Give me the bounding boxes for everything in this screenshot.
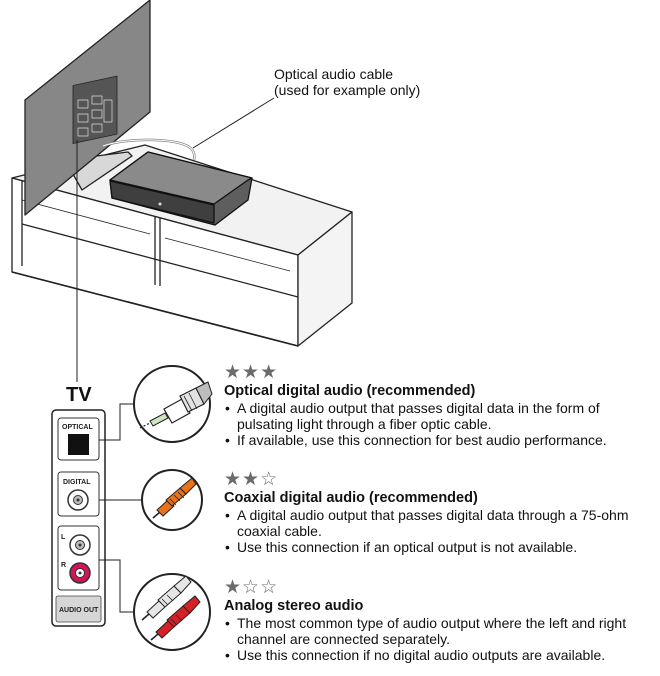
cable-callout-line1: Optical audio cable xyxy=(274,66,394,82)
optical-port xyxy=(68,434,89,455)
connection-title: Optical digital audio (recommended) xyxy=(224,383,476,399)
tv-audio-panel: OPTICAL DIGITAL L R AUDIO OUT xyxy=(51,409,106,627)
connection-analog: ★☆☆ Analog stereo audio The most common … xyxy=(224,577,654,663)
connection-title: Analog stereo audio xyxy=(224,598,364,614)
rating-stars: ★☆☆ xyxy=(224,577,279,598)
soundbar-console xyxy=(109,151,253,226)
analog-leader xyxy=(99,559,134,613)
cable-callout-line2: (used for example only) xyxy=(274,82,421,98)
optical-leader xyxy=(99,403,134,441)
connection-bullets: A digital audio output that passes digit… xyxy=(224,400,654,448)
tv-back-ports xyxy=(77,95,113,137)
connection-bullets: The most common type of audio output whe… xyxy=(224,615,654,663)
tv-set xyxy=(24,0,151,216)
bullet: A digital audio output that passes digit… xyxy=(224,400,654,432)
optical-port-label: OPTICAL xyxy=(62,424,93,431)
rating-stars: ★★★ xyxy=(224,362,279,383)
tv-label: TV xyxy=(66,384,92,406)
connection-optical: ★★★ Optical digital audio (recommended) … xyxy=(224,362,654,448)
bullet: The most common type of audio output whe… xyxy=(224,615,654,647)
rca-plug-illustration xyxy=(133,573,211,651)
connection-bullets: A digital audio output that passes digit… xyxy=(224,507,654,555)
optical-plug-illustration xyxy=(133,365,213,443)
left-channel-label: L xyxy=(61,534,66,541)
coax-plug-illustration xyxy=(141,469,203,531)
bullet: A digital audio output that passes digit… xyxy=(224,507,654,539)
bullet: Use this connection if an optical output… xyxy=(224,539,654,555)
right-channel-label: R xyxy=(61,562,66,569)
bullet: If available, use this connection for be… xyxy=(224,432,654,448)
callout-leader xyxy=(192,97,275,149)
digital-port-label: DIGITAL xyxy=(63,479,91,486)
connection-coaxial: ★★☆ Coaxial digital audio (recommended) … xyxy=(224,469,654,555)
bullet: Use this connection if no digital audio … xyxy=(224,647,654,663)
rating-stars: ★★☆ xyxy=(224,469,279,490)
audio-out-label: AUDIO OUT xyxy=(59,607,99,614)
connection-title: Coaxial digital audio (recommended) xyxy=(224,490,478,506)
cable-callout: Optical audio cable (used for example on… xyxy=(274,66,420,98)
